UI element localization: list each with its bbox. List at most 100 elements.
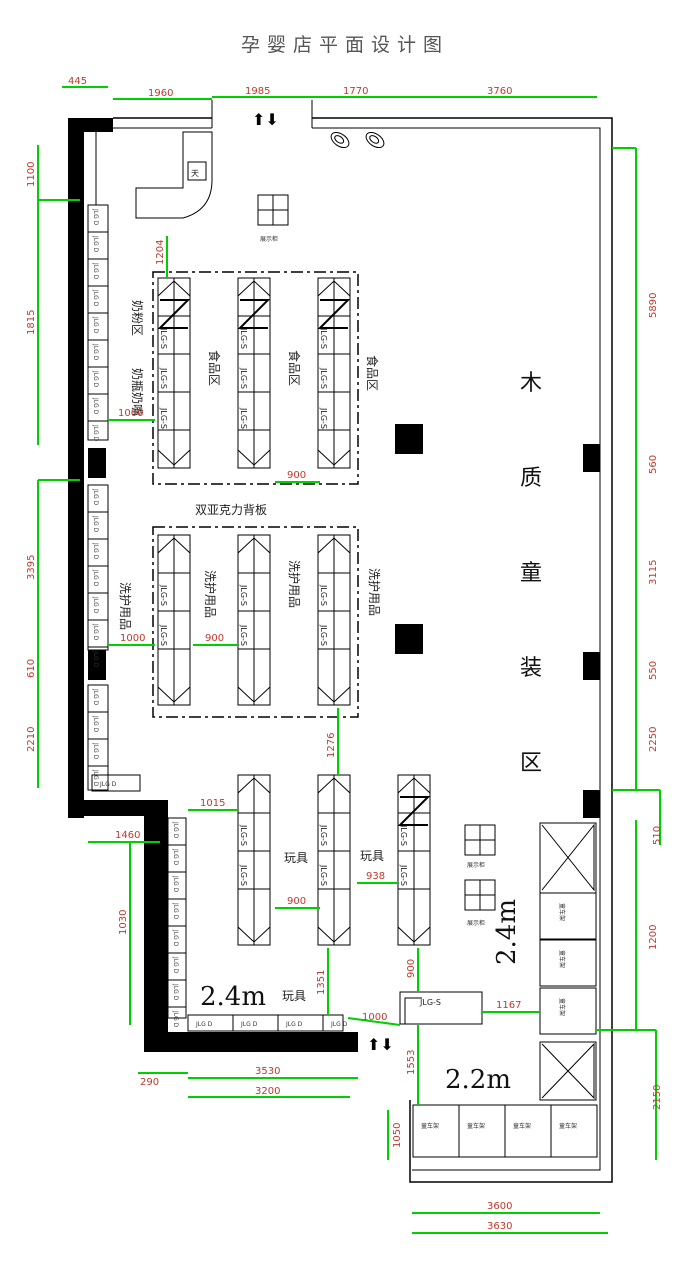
wall-shelf-label: JLG D [92, 623, 99, 641]
island-shelves: JLG-SJLG-SJLG-SJLG-SJLG-SJLG-SJLG-SJLG-S… [157, 277, 431, 946]
entrance: ⬆⬇ ⬆⬇ [252, 110, 394, 1054]
island-shelf: JLG-S JLG-S [317, 774, 351, 946]
svg-text:290: 290 [140, 1077, 159, 1088]
shelf-label: JLG-S [319, 624, 328, 646]
shelf-label: JLG-S [239, 407, 248, 429]
shelf-label: JLG-S [239, 624, 248, 646]
svg-text:JLG D: JLG D [172, 902, 179, 920]
zone-food-3: 食品区 [365, 355, 380, 391]
left-lower-wall-top [68, 800, 168, 816]
island-shelf: JLG-S JLG-S JLG-S [237, 277, 271, 469]
svg-text:展示柜: 展示柜 [467, 861, 485, 869]
wall-shelf-label: JLG D [92, 742, 99, 760]
shelf-label: JLG-S [239, 824, 248, 846]
svg-text:JLG D: JLG D [172, 929, 179, 947]
wall-shelf-label: JLG D [92, 424, 99, 442]
svg-text:1000: 1000 [120, 633, 145, 644]
pillar [395, 624, 423, 654]
shelf-label: JLG-S [159, 624, 168, 646]
kids-clothing-char: 童 [520, 561, 542, 586]
zone-toys-2: 玩具 [360, 849, 384, 863]
stroller-racks-bottom: 童车架童车架童车架童车架 [412, 1104, 598, 1158]
svg-text:1553: 1553 [406, 1050, 417, 1075]
shelf-label: JLG-S [319, 864, 328, 886]
bottom-wall [144, 1032, 358, 1052]
wall-shelf-label: JLG D [92, 596, 99, 614]
svg-text:3760: 3760 [487, 86, 512, 97]
svg-text:3630: 3630 [487, 1221, 512, 1232]
acrylic-zone-bottom [152, 526, 359, 718]
zone-wash-3: 洗护用品 [287, 560, 301, 608]
dimension-lines [37, 86, 661, 1234]
shelf-label: JLG-S [319, 824, 328, 846]
height-label: 2.4m [492, 899, 522, 965]
zone-toys-3: 玩具 [282, 989, 306, 1003]
shelf-label: JLG-S [319, 327, 328, 349]
svg-text:1276: 1276 [326, 733, 337, 758]
pillar [583, 790, 600, 818]
svg-text:3395: 3395 [26, 555, 37, 580]
shelf-label: JLG-S [239, 367, 248, 389]
shelf-label: JLG-S [399, 864, 408, 886]
zone-food-1: 食品区 [207, 350, 222, 386]
svg-text:JLG D: JLG D [172, 875, 179, 893]
wall-shelf-label: JLG D [92, 569, 99, 587]
pillar [395, 424, 423, 454]
svg-text:JLG D: JLG D [240, 1021, 258, 1028]
svg-text:JLG-S: JLG-S [419, 998, 441, 1007]
svg-text:童车架: 童车架 [558, 998, 566, 1016]
shelf-label: JLG-S [159, 367, 168, 389]
svg-text:JLG D: JLG D [330, 1021, 348, 1028]
pillar [583, 444, 600, 472]
shelf-label: JLG-S [319, 407, 328, 429]
bottom-counter: JLG-S [399, 991, 483, 1025]
svg-text:童车架: 童车架 [558, 903, 566, 921]
svg-text:900: 900 [205, 633, 224, 644]
svg-text:1204: 1204 [155, 240, 166, 265]
island-shelf: JLG-S JLG-S [157, 534, 191, 706]
svg-text:938: 938 [366, 871, 385, 882]
svg-text:童车架: 童车架 [559, 1122, 577, 1130]
svg-text:⬆⬇: ⬆⬇ [252, 110, 279, 129]
height-label: 2.2m [445, 1065, 511, 1095]
svg-text:JLG D: JLG D [172, 821, 179, 839]
zone-bottles: 奶瓶奶嘴 [130, 368, 144, 416]
wall-shelf-label: JLG D [92, 235, 99, 253]
shelf-label: JLG-S [319, 584, 328, 606]
svg-text:1000: 1000 [118, 408, 143, 419]
svg-text:3600: 3600 [487, 1201, 512, 1212]
kids-clothing-char: 质 [520, 466, 542, 491]
zone-milk-powder: 奶粉区 [130, 300, 144, 336]
plan-title: 孕婴店平面设计图 [240, 34, 449, 56]
svg-text:2250: 2250 [648, 727, 659, 752]
svg-text:JLG D: JLG D [172, 983, 179, 1001]
zone-wash-2: 洗护用品 [203, 570, 217, 618]
kids-clothing-char: 区 [520, 751, 542, 776]
kids-clothing-char: 木 [520, 371, 542, 396]
shelf-label: JLG-S [319, 367, 328, 389]
svg-text:1000: 1000 [362, 1012, 387, 1023]
svg-text:展示柜: 展示柜 [467, 919, 485, 927]
svg-text:童车架: 童车架 [558, 950, 566, 968]
svg-text:1167: 1167 [496, 1000, 521, 1011]
svg-text:1015: 1015 [200, 798, 225, 809]
wall-shelf-label: JLG D [92, 650, 99, 668]
shelf-label: JLG-S [239, 327, 248, 349]
svg-text:JLG D: JLG D [99, 781, 117, 788]
wall-shelf-label: JLG D [92, 688, 99, 706]
svg-text:展示柜: 展示柜 [260, 235, 278, 243]
left-wall-shelves: JLG D JLG D JLG D JLG D JLG D JLG D JLG D JLG D… [87, 204, 348, 1032]
svg-text:童车架: 童车架 [467, 1122, 485, 1130]
svg-text:900: 900 [406, 959, 417, 978]
shelf-label: JLG-S [159, 584, 168, 606]
svg-text:1960: 1960 [148, 88, 173, 99]
svg-text:JLG D: JLG D [172, 956, 179, 974]
svg-text:1351: 1351 [316, 970, 327, 995]
wall-shelf-label: JLG D [92, 515, 99, 533]
shelf-label: JLG-S [159, 407, 168, 429]
zone-toys-1: 玩具 [284, 851, 308, 865]
wall-shelf-label: JLG D [92, 370, 99, 388]
